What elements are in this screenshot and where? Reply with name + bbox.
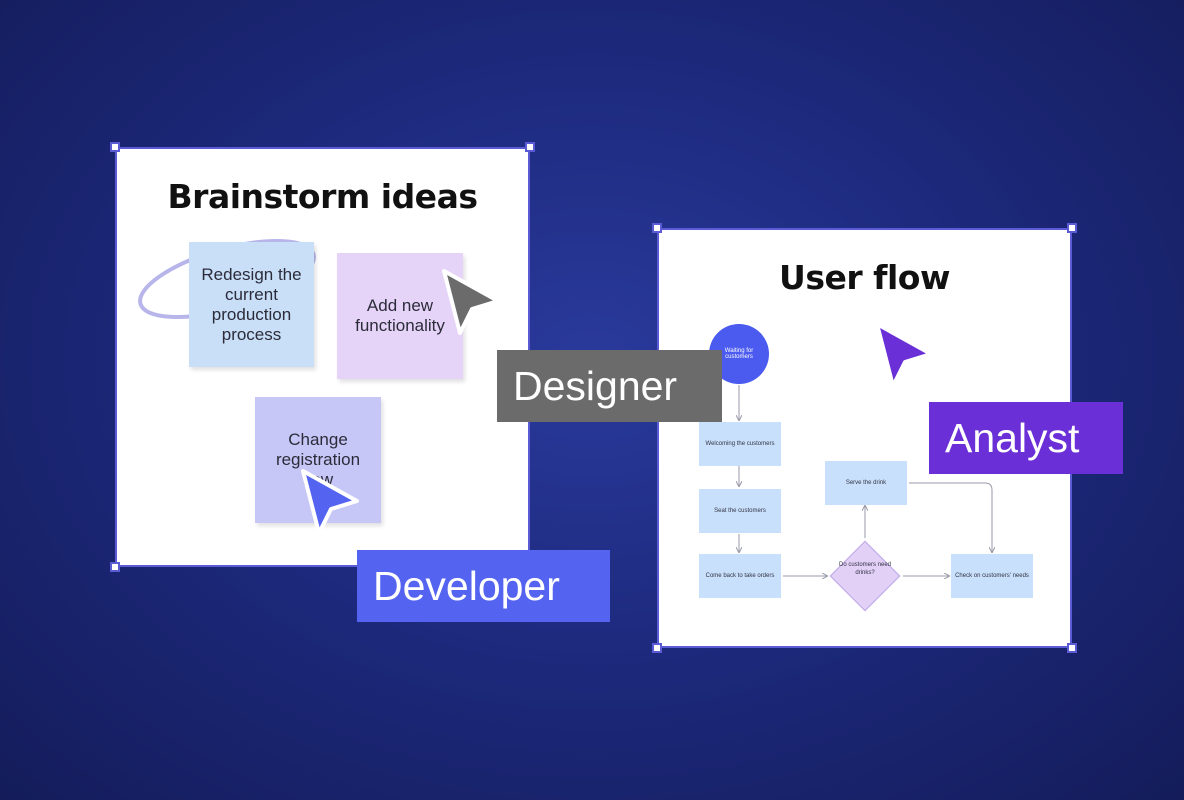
flow-step-orders[interactable]: Come back to take orders <box>699 554 781 598</box>
userflow-board[interactable]: User flow Waiting for customers Welcomin… <box>657 228 1072 648</box>
resize-handle-tr[interactable] <box>1067 223 1077 233</box>
resize-handle-bl[interactable] <box>652 643 662 653</box>
flow-step-seat[interactable]: Seat the customers <box>699 489 781 533</box>
analyst-cursor-icon <box>875 322 933 388</box>
sticky-note-functionality[interactable]: Add new functionality <box>337 253 463 379</box>
sticky-note-text: Add new functionality <box>355 296 445 335</box>
flow-step-label: Check on customers' needs <box>955 573 1029 579</box>
flow-step-check[interactable]: Check on customers' needs <box>951 554 1033 598</box>
flow-step-label: Welcoming the customers <box>705 441 775 447</box>
flow-step-welcome[interactable]: Welcoming the customers <box>699 422 781 466</box>
flow-step-serve[interactable]: Serve the drink <box>825 461 907 505</box>
analyst-tag: Analyst <box>929 402 1123 474</box>
sticky-note-text: Redesign the current production process <box>201 264 302 344</box>
flow-decision-label: Do customers need drinks? <box>838 562 892 576</box>
flow-connectors <box>659 385 1074 650</box>
resize-handle-br[interactable] <box>1067 643 1077 653</box>
flow-step-label: Seat the customers <box>714 508 766 514</box>
brainstorm-title: Brainstorm ideas <box>167 177 478 216</box>
flow-step-label: Come back to take orders <box>705 573 775 579</box>
sticky-note-redesign[interactable]: Redesign the current production process <box>189 242 314 367</box>
userflow-title: User flow <box>779 258 950 297</box>
flow-step-label: Serve the drink <box>845 480 887 486</box>
flow-start-label: Waiting for customers <box>724 348 754 360</box>
developer-cursor-icon <box>301 469 359 535</box>
brainstorm-board[interactable]: Brainstorm ideas Redesign the current pr… <box>115 147 530 567</box>
resize-handle-tl[interactable] <box>110 142 120 152</box>
designer-cursor-icon <box>442 269 500 335</box>
designer-tag: Designer <box>497 350 722 422</box>
developer-tag: Developer <box>357 550 610 622</box>
resize-handle-bl[interactable] <box>110 562 120 572</box>
resize-handle-tl[interactable] <box>652 223 662 233</box>
resize-handle-tr[interactable] <box>525 142 535 152</box>
